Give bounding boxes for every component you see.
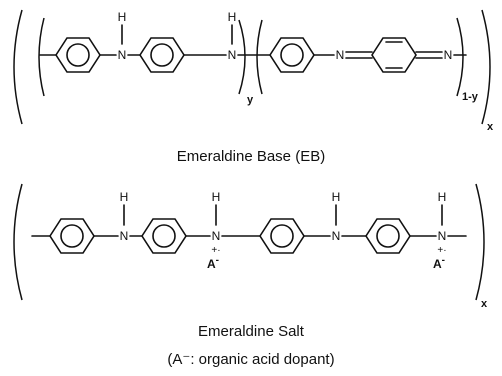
benzene-ring (55, 37, 101, 73)
emeraldine-salt-caption: Emeraldine Salt (198, 323, 305, 340)
quinoid-ring (371, 37, 417, 73)
inner-right-paren-1y (456, 17, 464, 97)
salt-left-paren (13, 183, 23, 301)
radical-cation-mark: +· (437, 245, 446, 256)
emeraldine-salt-structure: H N H N +· A- H N H N +· A- x Emeraldine… (13, 183, 488, 368)
emeraldine-base-structure: H N H N N N y 1-y x Emeraldine Base (EB) (13, 9, 494, 165)
subscript-y: y (247, 94, 254, 106)
subscript-x: x (487, 121, 494, 133)
benzene-ring (259, 218, 305, 254)
radical-cation-mark: +· (211, 245, 220, 256)
anion-label: A- (207, 255, 219, 271)
atom-n: N (336, 48, 345, 62)
anion-label: A- (433, 255, 445, 271)
dopant-note: (A⁻: organic acid dopant) (167, 351, 334, 368)
outer-left-paren (13, 9, 23, 125)
subscript-1-y: 1-y (462, 91, 479, 103)
chain-bonds (39, 24, 467, 59)
inner-right-paren-y (238, 19, 246, 95)
benzene-ring (365, 218, 411, 254)
inner-left-paren-y (38, 17, 45, 97)
benzene-ring (269, 37, 315, 73)
benzene-ring (139, 37, 185, 73)
salt-right-paren (475, 183, 485, 301)
atom-n: N (444, 48, 453, 62)
benzene-ring (141, 218, 187, 254)
inner-left-paren-1y (256, 19, 263, 95)
atom-n: N (212, 229, 221, 243)
benzene-ring (49, 218, 95, 254)
subscript-x: x (481, 298, 488, 310)
atom-h: H (438, 190, 447, 204)
atom-n: N (120, 229, 129, 243)
atom-h: H (120, 190, 129, 204)
atom-n: N (438, 229, 447, 243)
atom-h: H (332, 190, 341, 204)
emeraldine-base-caption: Emeraldine Base (EB) (177, 148, 325, 165)
atom-n: N (118, 48, 127, 62)
atom-h: H (228, 10, 237, 24)
atom-n: N (332, 229, 341, 243)
atom-n: N (228, 48, 237, 62)
salt-chain-bonds (31, 204, 467, 237)
outer-right-paren (481, 9, 491, 125)
atom-h: H (118, 10, 127, 24)
atom-h: H (212, 190, 221, 204)
